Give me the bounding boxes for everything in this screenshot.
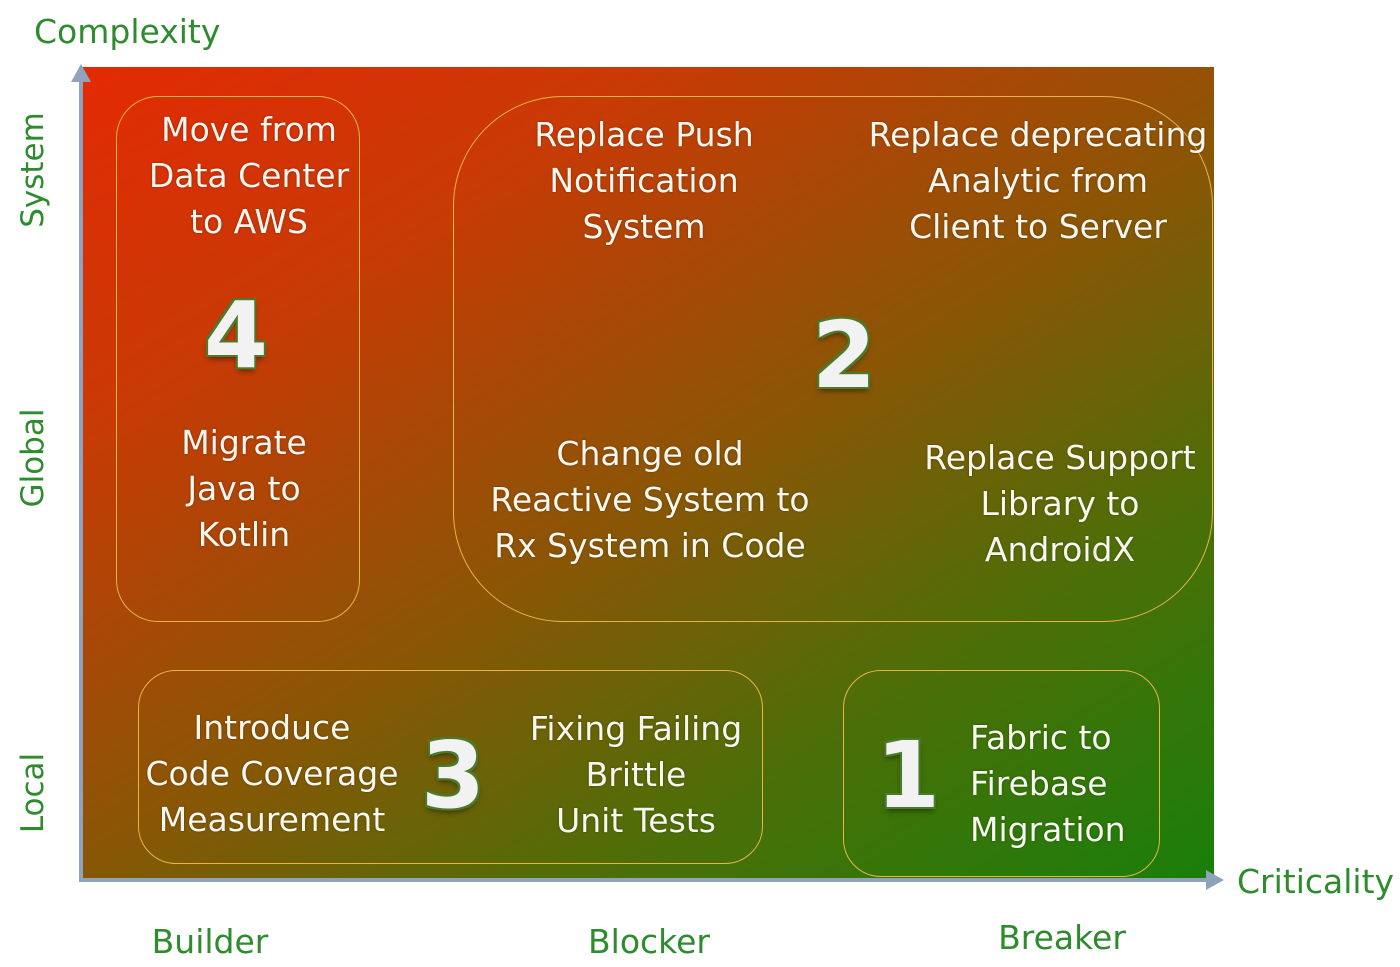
y-axis-title: Complexity — [34, 12, 221, 51]
x-axis-title: Criticality — [1237, 862, 1395, 901]
x-level-breaker: Breaker — [998, 918, 1126, 957]
matrix-plot-area — [82, 67, 1214, 879]
x-axis-arrowhead — [1206, 870, 1224, 890]
x-level-blocker: Blocker — [588, 922, 710, 961]
item-fixing-failing-tests: Fixing Failing Brittle Unit Tests — [529, 709, 743, 840]
group-3-box — [138, 670, 763, 864]
item-change-reactive-system: Change old Reactive System to Rx System … — [490, 434, 810, 565]
item-replace-push-notification: Replace Push Notification System — [534, 115, 754, 246]
item-replace-deprecating-analytic: Replace deprecating Analytic from Client… — [868, 115, 1208, 246]
group-4-number: 4 — [203, 282, 268, 389]
item-fabric-to-firebase: Fabric to Firebase Migration — [970, 718, 1126, 849]
group-1-box — [843, 670, 1160, 877]
y-level-local: Local — [15, 752, 51, 834]
item-replace-support-library: Replace Support Library to AndroidX — [924, 438, 1196, 569]
y-level-system: System — [15, 112, 51, 228]
item-move-to-aws: Move from Data Center to AWS — [148, 110, 350, 241]
y-axis-arrowhead — [71, 64, 91, 82]
group-2-box — [453, 96, 1213, 622]
group-4-box — [116, 96, 360, 622]
y-level-global: Global — [15, 408, 51, 508]
x-axis-line — [79, 878, 1209, 882]
item-introduce-code-coverage: Introduce Code Coverage Measurement — [145, 708, 399, 839]
item-migrate-java-kotlin: Migrate Java to Kotlin — [181, 423, 307, 554]
x-level-builder: Builder — [151, 922, 269, 961]
y-axis-line — [79, 76, 83, 882]
group-3-number: 3 — [420, 722, 485, 829]
group-2-number: 2 — [811, 302, 876, 409]
group-1-number: 1 — [875, 722, 940, 829]
